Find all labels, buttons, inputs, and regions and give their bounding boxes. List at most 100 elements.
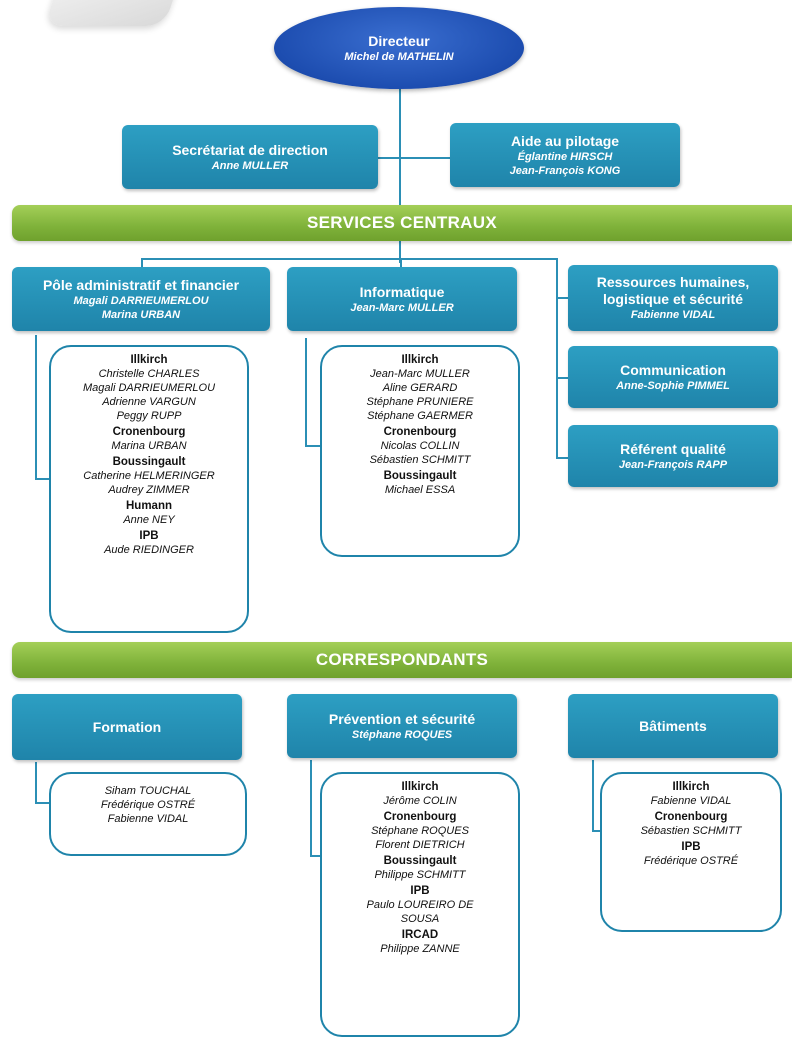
person-name: Michael ESSA — [384, 484, 456, 496]
person-name: Paulo LOUREIRO DE — [366, 899, 474, 911]
communication-title: Communication — [620, 361, 726, 378]
site-label: Boussingault — [383, 855, 457, 867]
formation-list: Siham TOUCHAL Frédérique OSTRÉ Fabienne … — [49, 772, 247, 856]
connector-formation-list — [35, 762, 37, 802]
communication-node: Communication Anne-Sophie PIMMEL — [568, 346, 778, 408]
person-name: Jérôme COLIN — [383, 795, 457, 807]
site-label: Humann — [126, 500, 172, 512]
pole-admin-title: Pôle administratif et financier — [42, 276, 240, 293]
person-name: Frédérique OSTRÉ — [643, 855, 739, 867]
person-name: Catherine HELMERINGER — [83, 470, 215, 482]
pilotage-node: Aide au pilotage Églantine HIRSCH Jean-F… — [450, 123, 680, 187]
connector-bat-list-h — [592, 830, 602, 832]
person-name: SOUSA — [400, 913, 440, 925]
connector-com — [556, 377, 568, 379]
informatique-name: Jean-Marc MULLER — [350, 301, 454, 314]
site-label: Cronenbourg — [112, 426, 186, 438]
person-name: Nicolas COLLIN — [380, 440, 460, 452]
person-name: Adrienne VARGUN — [102, 396, 196, 408]
pilotage-name: Églantine HIRSCH — [517, 150, 613, 163]
person-name: Siham TOUCHAL — [104, 785, 192, 797]
pilotage-name: Jean-François KONG — [509, 164, 621, 177]
site-label: Cronenbourg — [383, 426, 457, 438]
site-label: IRCAD — [401, 929, 439, 941]
site-label: Illkirch — [401, 354, 439, 366]
person-name: Marina URBAN — [111, 440, 187, 452]
batiments-list: Illkirch Fabienne VIDAL Cronenbourg Séba… — [600, 772, 782, 932]
connector-services-bar — [141, 258, 557, 260]
person-name: Peggy RUPP — [116, 410, 182, 422]
connector-pole-list-h — [35, 478, 49, 480]
director-name: Michel de MATHELIN — [344, 50, 454, 63]
person-name: Stéphane PRUNIERE — [366, 396, 474, 408]
batiments-node: Bâtiments — [568, 694, 778, 758]
director-title: Directeur — [368, 32, 430, 49]
person-name: Magali DARRIEUMERLOU — [82, 382, 216, 394]
secretariat-name: Anne MULLER — [211, 159, 289, 172]
pole-admin-node: Pôle administratif et financier Magali D… — [12, 267, 270, 331]
person-name: Frédérique OSTRÉ — [100, 799, 196, 811]
qualite-name: Jean-François RAPP — [618, 458, 728, 471]
correspondants-banner: CORRESPONDANTS — [12, 642, 792, 678]
site-label: Illkirch — [130, 354, 168, 366]
pole-admin-name: Magali DARRIEUMERLOU — [73, 294, 209, 307]
pole-admin-name: Marina URBAN — [101, 308, 181, 321]
pilotage-title: Aide au pilotage — [510, 132, 620, 149]
rh-node: Ressources humaines, logistique et sécur… — [568, 265, 778, 331]
person-name: Aline GERARD — [382, 382, 458, 394]
informatique-node: Informatique Jean-Marc MULLER — [287, 267, 517, 331]
rh-title: logistique et sécurité — [602, 291, 744, 307]
director-node: Directeur Michel de MATHELIN — [274, 7, 524, 89]
site-label: Cronenbourg — [383, 811, 457, 823]
person-name: Florent DIETRICH — [375, 839, 465, 851]
person-name: Stéphane ROQUES — [371, 825, 469, 837]
connector-director — [399, 89, 401, 205]
informatique-title: Informatique — [359, 283, 445, 300]
secretariat-node: Secrétariat de direction Anne MULLER — [122, 125, 378, 189]
person-name: Sébastien SCHMITT — [640, 825, 742, 837]
person-name: Stéphane GAERMER — [367, 410, 473, 422]
formation-node: Formation — [12, 694, 242, 760]
person-name: Fabienne VIDAL — [107, 813, 189, 825]
connector-info-list-h — [305, 445, 321, 447]
person-name: Aude RIEDINGER — [104, 544, 194, 556]
site-label: IPB — [681, 841, 701, 853]
rh-title: Ressources humaines, — [596, 274, 750, 290]
prevention-name: Stéphane ROQUES — [351, 728, 453, 741]
connector-prev-list-h — [310, 855, 322, 857]
connector-rh — [556, 297, 568, 299]
secretariat-title: Secrétariat de direction — [172, 141, 328, 158]
person-name: Sébastien SCHMITT — [369, 454, 471, 466]
connector-bat-list — [592, 760, 594, 830]
rh-name: Fabienne VIDAL — [630, 309, 716, 321]
informatique-list: Illkirch Jean-Marc MULLER Aline GERARD S… — [320, 345, 520, 557]
qualite-title: Référent qualité — [620, 440, 726, 457]
pole-admin-list: Illkirch Christelle CHARLES Magali DARRI… — [49, 345, 249, 633]
person-name: Philippe ZANNE — [380, 943, 460, 955]
connector-formation-list-h — [35, 802, 49, 804]
site-label: IPB — [139, 530, 159, 542]
connector-pole — [141, 258, 143, 267]
prevention-node: Prévention et sécurité Stéphane ROQUES — [287, 694, 517, 758]
connector-prev-list — [310, 760, 312, 855]
connector-right — [556, 258, 558, 458]
site-label: IPB — [410, 885, 430, 897]
prevention-title: Prévention et sécurité — [328, 710, 476, 727]
site-label: Cronenbourg — [654, 811, 728, 823]
connector-info-list — [305, 338, 307, 445]
connector-services — [399, 241, 401, 263]
site-label: Boussingault — [383, 470, 457, 482]
site-label: Boussingault — [112, 456, 186, 468]
person-name: Audrey ZIMMER — [108, 484, 190, 496]
connector-info — [400, 258, 402, 267]
person-name: Jean-Marc MULLER — [370, 368, 470, 380]
site-label: Illkirch — [672, 781, 710, 793]
person-name: Christelle CHARLES — [98, 368, 200, 380]
services-centraux-banner: SERVICES CENTRAUX — [12, 205, 792, 241]
site-label: Illkirch — [401, 781, 439, 793]
corner-decoration — [44, 0, 180, 26]
connector-staff — [378, 157, 450, 159]
qualite-node: Référent qualité Jean-François RAPP — [568, 425, 778, 487]
formation-title: Formation — [92, 718, 162, 735]
communication-name: Anne-Sophie PIMMEL — [616, 379, 730, 392]
